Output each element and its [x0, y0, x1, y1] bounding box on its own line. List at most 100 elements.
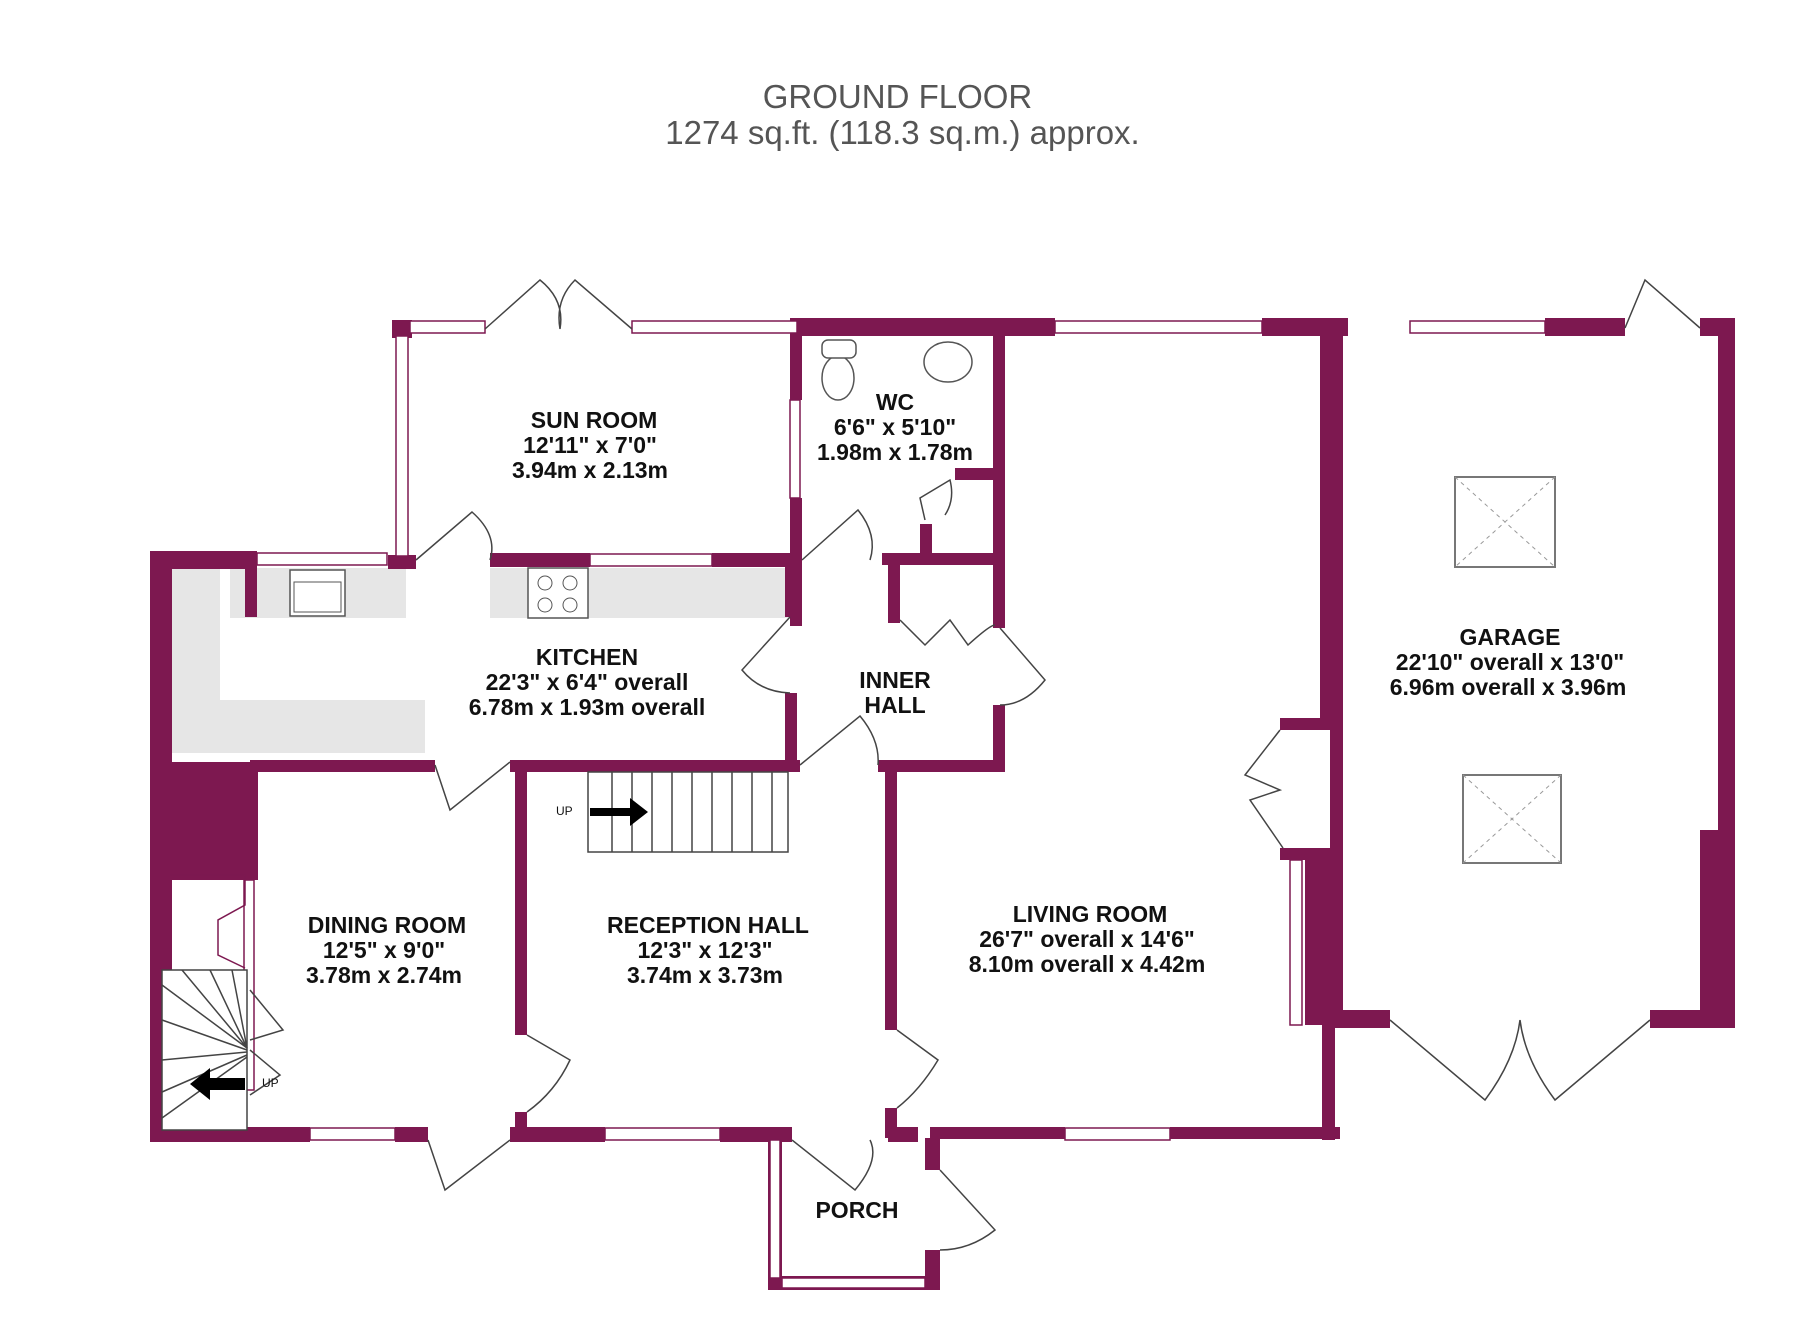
room-labels: SUN ROOM 12'11" x 7'0" 3.94m x 2.13m WC …: [262, 389, 1626, 1223]
wall-kitchen-right-lower: [785, 693, 797, 766]
wc-basin: [923, 341, 973, 383]
door-reception-living: [896, 1029, 939, 1109]
wall-kitchen-bottom-b: [510, 760, 800, 772]
wall-inner-hall-bottom: [878, 760, 1005, 772]
door-porch-front: [939, 1169, 997, 1251]
stair-arrow-dining: [190, 1068, 245, 1100]
wall-dining-reception-lower: [515, 1112, 527, 1142]
garage-size-imperial: 22'10" overall x 13'0": [1396, 649, 1624, 675]
door-garage-top: [1624, 278, 1701, 329]
wall-inner-hall-cupboard: [888, 563, 900, 623]
wall-living-chimney: [1305, 855, 1333, 1025]
wc-size-imperial: 6'6" x 5'10": [834, 414, 956, 440]
wall-living-garage-top: [1320, 318, 1333, 723]
door-living-cupboard: [1243, 729, 1284, 849]
fixtures: [170, 568, 790, 753]
door-inner-hall-cupboard: [899, 618, 996, 647]
wall-wc-left: [790, 318, 802, 400]
inner-hall-name-line2: HALL: [864, 692, 925, 718]
sun-room-size-metric: 3.94m x 2.13m: [512, 457, 668, 483]
wall-kitchen-top-right: [712, 553, 797, 567]
door-dining-understair-b: [249, 1049, 282, 1096]
window-reception-bottom: [604, 1127, 721, 1141]
garage-size-metric: 6.96m overall x 3.96m: [1390, 674, 1627, 700]
wall-wc-bottom: [882, 553, 1005, 565]
door-dining-understair-a: [249, 989, 285, 1041]
kitchen-fittings: [289, 339, 1562, 864]
skylight-garage-upper-cross: [1454, 476, 1556, 568]
wall-top-living-a: [1005, 318, 1055, 336]
wall-porch-right-top: [925, 1138, 940, 1170]
skylight-garage-lower-cross: [1462, 774, 1562, 864]
sun-room-size-imperial: 12'11" x 7'0": [523, 432, 657, 458]
window-dining-bottom: [309, 1127, 396, 1141]
kitchen-worktop-l: [170, 700, 425, 753]
dining-room-size-imperial: 12'5" x 9'0": [323, 937, 445, 963]
stairs-main-up-label: UP: [556, 804, 573, 818]
wall-kitchen-top-left: [150, 551, 257, 569]
window-wc-left: [789, 399, 801, 499]
windows: [243, 320, 1546, 1289]
wall-bottom-dining-2: [395, 1127, 428, 1142]
window-living-bottom: [1064, 1127, 1171, 1141]
wall-bottom-living-c: [1170, 1127, 1340, 1139]
door-kitchen-inner-hall: [741, 616, 791, 694]
hob-ring: [537, 575, 553, 591]
door-dining-front: [427, 1139, 511, 1192]
living-room-size-metric: 8.10m overall x 4.42m: [969, 951, 1206, 977]
window-kitchen-mid: [589, 553, 713, 567]
stairs-dining-up-label: UP: [262, 1076, 279, 1090]
door-reception-porch: [791, 1139, 874, 1192]
wall-inner-hall-right-upper: [993, 563, 1005, 628]
window-sunroom-top-right: [631, 320, 798, 334]
wall-kitchen-right-upper: [785, 555, 797, 617]
wall-garage-left: [1330, 318, 1343, 1018]
hob-ring: [562, 597, 578, 613]
door-wc: [801, 508, 873, 561]
dining-room-name: DINING ROOM: [308, 912, 466, 938]
wall-inner-hall-right-lower: [993, 705, 1005, 770]
living-room-name: LIVING ROOM: [1013, 901, 1168, 927]
wc-name: WC: [876, 389, 914, 415]
sun-room-name: SUN ROOM: [531, 407, 658, 433]
wall-sunroom-left-stub: [392, 320, 412, 338]
window-sunroom-left: [395, 335, 409, 557]
stair-arrow-main: [590, 798, 648, 826]
window-sunroom-top-left: [409, 320, 486, 334]
garage-name: GARAGE: [1460, 624, 1561, 650]
wall-wc-right: [993, 318, 1005, 563]
dining-room-size-metric: 3.78m x 2.74m: [306, 962, 462, 988]
reception-hall-size-imperial: 12'3" x 12'3": [637, 937, 772, 963]
reception-hall-size-metric: 3.74m x 3.73m: [627, 962, 783, 988]
wall-garage-right: [1718, 318, 1735, 1028]
floor-title: GROUND FLOOR: [762, 78, 1033, 115]
wall-reception-living: [885, 765, 897, 1030]
door-wc-cupboard: [919, 478, 953, 521]
hob: [527, 567, 589, 619]
kitchen-size-imperial: 22'3" x 6'4" overall: [486, 669, 689, 695]
wall-living-right-lower: [1322, 1015, 1335, 1140]
stairs: [161, 771, 789, 1131]
wall-top-garage-b: [1545, 318, 1625, 336]
wall-kitchen-top-mid: [490, 553, 590, 567]
kitchen-name: KITCHEN: [536, 644, 638, 670]
kitchen-size-metric: 6.78m x 1.93m overall: [469, 694, 706, 720]
window-porch-bottom: [781, 1277, 926, 1289]
wall-reception-living-lower: [885, 1108, 897, 1138]
wall-garage-bottom-left: [1330, 1010, 1390, 1028]
hob-ring: [537, 597, 553, 613]
wall-dining-reception-upper: [515, 760, 527, 1035]
door-sunroom-french: [484, 278, 633, 330]
toilet-bowl: [821, 355, 855, 401]
wall-sunroom-corner: [388, 555, 416, 569]
porch-name: PORCH: [815, 1197, 898, 1223]
sink-kitchen-bowl: [293, 581, 342, 613]
wall-kitchen-bottom-a: [250, 760, 435, 772]
wall-wc-shelf: [955, 468, 995, 480]
window-living-chimney: [1289, 859, 1303, 1026]
wall-top-living-b: [1262, 318, 1338, 336]
reception-hall-name: RECEPTION HALL: [607, 912, 809, 938]
wc-size-metric: 1.98m x 1.78m: [817, 439, 973, 465]
wall-garage-right-bump: [1700, 830, 1720, 1020]
inner-hall-name-line1: INNER: [859, 667, 931, 693]
